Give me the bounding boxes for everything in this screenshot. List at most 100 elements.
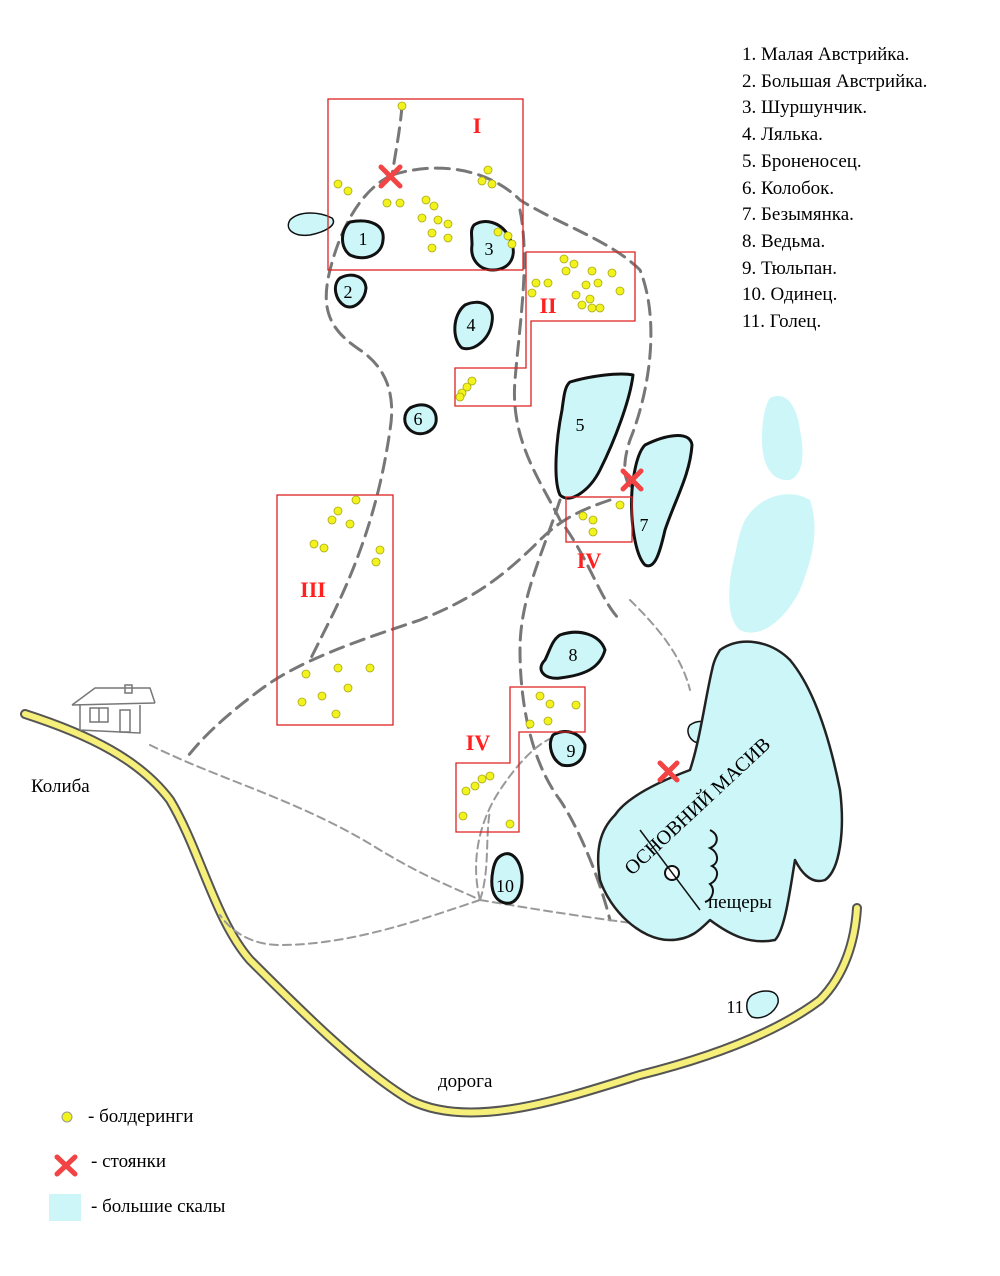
- boulder-dot: [458, 811, 468, 821]
- boulder-dot: [483, 165, 493, 175]
- rock-number: 4: [467, 315, 476, 335]
- boulder-dot: [487, 179, 497, 189]
- boulder-dot: [427, 228, 437, 238]
- boulder-dot: [443, 219, 453, 229]
- sector-frame-4a: [565, 496, 633, 543]
- boulder-dot: [343, 186, 353, 196]
- boulder-dot: [351, 495, 361, 505]
- camp-cross-icon: [54, 1154, 78, 1177]
- main-massif: [596, 640, 844, 943]
- boulder-dot: [543, 716, 553, 726]
- boulder-dot: [588, 527, 598, 537]
- boulder-dot: [593, 278, 603, 288]
- boulder-dot: [333, 506, 343, 516]
- rock-number: 10: [496, 876, 514, 896]
- hut-icon: [71, 684, 156, 734]
- rock-7: [630, 434, 694, 568]
- key-boulders-text: - болдеринги: [88, 1106, 194, 1127]
- boulder-dot: [317, 691, 327, 701]
- rock-list-item: 5. Броненосец.: [742, 150, 862, 172]
- boulder-dot: [578, 511, 588, 521]
- boulder-dot: [505, 819, 515, 829]
- boulder-dot: [343, 683, 353, 693]
- big-rock-swatch-icon: [49, 1194, 81, 1221]
- boulder-dot: [470, 781, 480, 791]
- rock-5: [554, 372, 635, 500]
- boulder-dot: [433, 215, 443, 225]
- boulder-dot: [333, 179, 343, 189]
- boulder-dots: [297, 101, 625, 829]
- boulder-dot: [559, 254, 569, 264]
- trails: [183, 104, 653, 922]
- rock-2: [333, 273, 368, 309]
- boulder-dot: [543, 278, 553, 288]
- boulder-dot: [461, 786, 471, 796]
- boulder-dot: [301, 669, 311, 679]
- boulder-dot: [309, 539, 319, 549]
- big-rock-north: [762, 395, 803, 481]
- sector-label: IV: [577, 548, 602, 573]
- rock-list-item: 2. Большая Австрийка.: [742, 70, 928, 92]
- rock-10: [490, 852, 524, 905]
- hut-label: Колиба: [31, 776, 90, 797]
- boulder-dot: [382, 198, 392, 208]
- camp-mark: [657, 760, 680, 783]
- boulder-dot: [427, 243, 437, 253]
- rock-name-list: 1. Малая Австрийка. 2. Большая Австрийка.…: [742, 42, 927, 336]
- boulder-dot: [421, 195, 431, 205]
- rock-number: 11: [726, 997, 743, 1017]
- boulder-dot: [365, 663, 375, 673]
- rock-list-item: 3. Шуршунчик.: [742, 97, 868, 119]
- boulder-dot-icon: [61, 1111, 73, 1123]
- rock-list-item: 6. Колобок.: [742, 177, 835, 199]
- boulder-dot: [588, 515, 598, 525]
- sector-frame-1: [327, 98, 524, 271]
- boulder-dot: [462, 382, 472, 392]
- boulder-dot: [607, 268, 617, 278]
- thin-trails: [149, 599, 691, 947]
- rock-number: 8: [569, 645, 578, 665]
- sector-frame-3: [276, 494, 394, 726]
- boulder-dot: [581, 280, 591, 290]
- sector-labels: I II III IV IV: [300, 113, 601, 755]
- sector-label: II: [539, 293, 556, 318]
- rock-list-item: 1. Малая Австрийка.: [742, 44, 910, 65]
- boulder-dot: [571, 290, 581, 300]
- rock-number: 6: [414, 409, 423, 429]
- rock-11: [746, 990, 779, 1019]
- boulder-dot: [297, 697, 307, 707]
- boulder-dot: [429, 201, 439, 211]
- rock-small-a: [287, 212, 335, 237]
- boulder-dot: [561, 266, 571, 276]
- rock-number: 9: [567, 741, 576, 761]
- rock-list-item: 7. Безымянка.: [742, 204, 854, 226]
- boulder-dot: [587, 266, 597, 276]
- rock-list-item: 8. Ведьма.: [742, 230, 826, 252]
- boulder-dot: [485, 771, 495, 781]
- camp-mark: [378, 164, 403, 189]
- rock-number: 7: [640, 515, 649, 535]
- boulder-dot: [455, 392, 465, 402]
- rock-8: [539, 630, 607, 680]
- camp-marks: [378, 164, 680, 783]
- boulder-dot: [545, 699, 555, 709]
- boulder-dot: [319, 543, 329, 553]
- boulder-dot: [395, 198, 405, 208]
- sector-label: III: [300, 577, 326, 602]
- boulder-dot: [443, 233, 453, 243]
- boulder-dot: [345, 519, 355, 529]
- cave-marks: [639, 829, 718, 911]
- sector-frame-2: [454, 251, 636, 407]
- boulder-dot: [477, 774, 487, 784]
- rock-number-labels: 1 2 3 4 5 6 7 8 9 10 11: [344, 229, 744, 1017]
- rock-4: [453, 300, 494, 351]
- boulder-dot: [417, 213, 427, 223]
- boulder-dot: [525, 719, 535, 729]
- rock-number: 3: [485, 239, 494, 259]
- rock-6: [403, 403, 438, 436]
- key-rocks-text: - большие скалы: [91, 1196, 226, 1217]
- caves-label: пещеры: [708, 892, 772, 913]
- boulder-dot: [569, 259, 579, 269]
- sector-frame-4b: [455, 686, 586, 833]
